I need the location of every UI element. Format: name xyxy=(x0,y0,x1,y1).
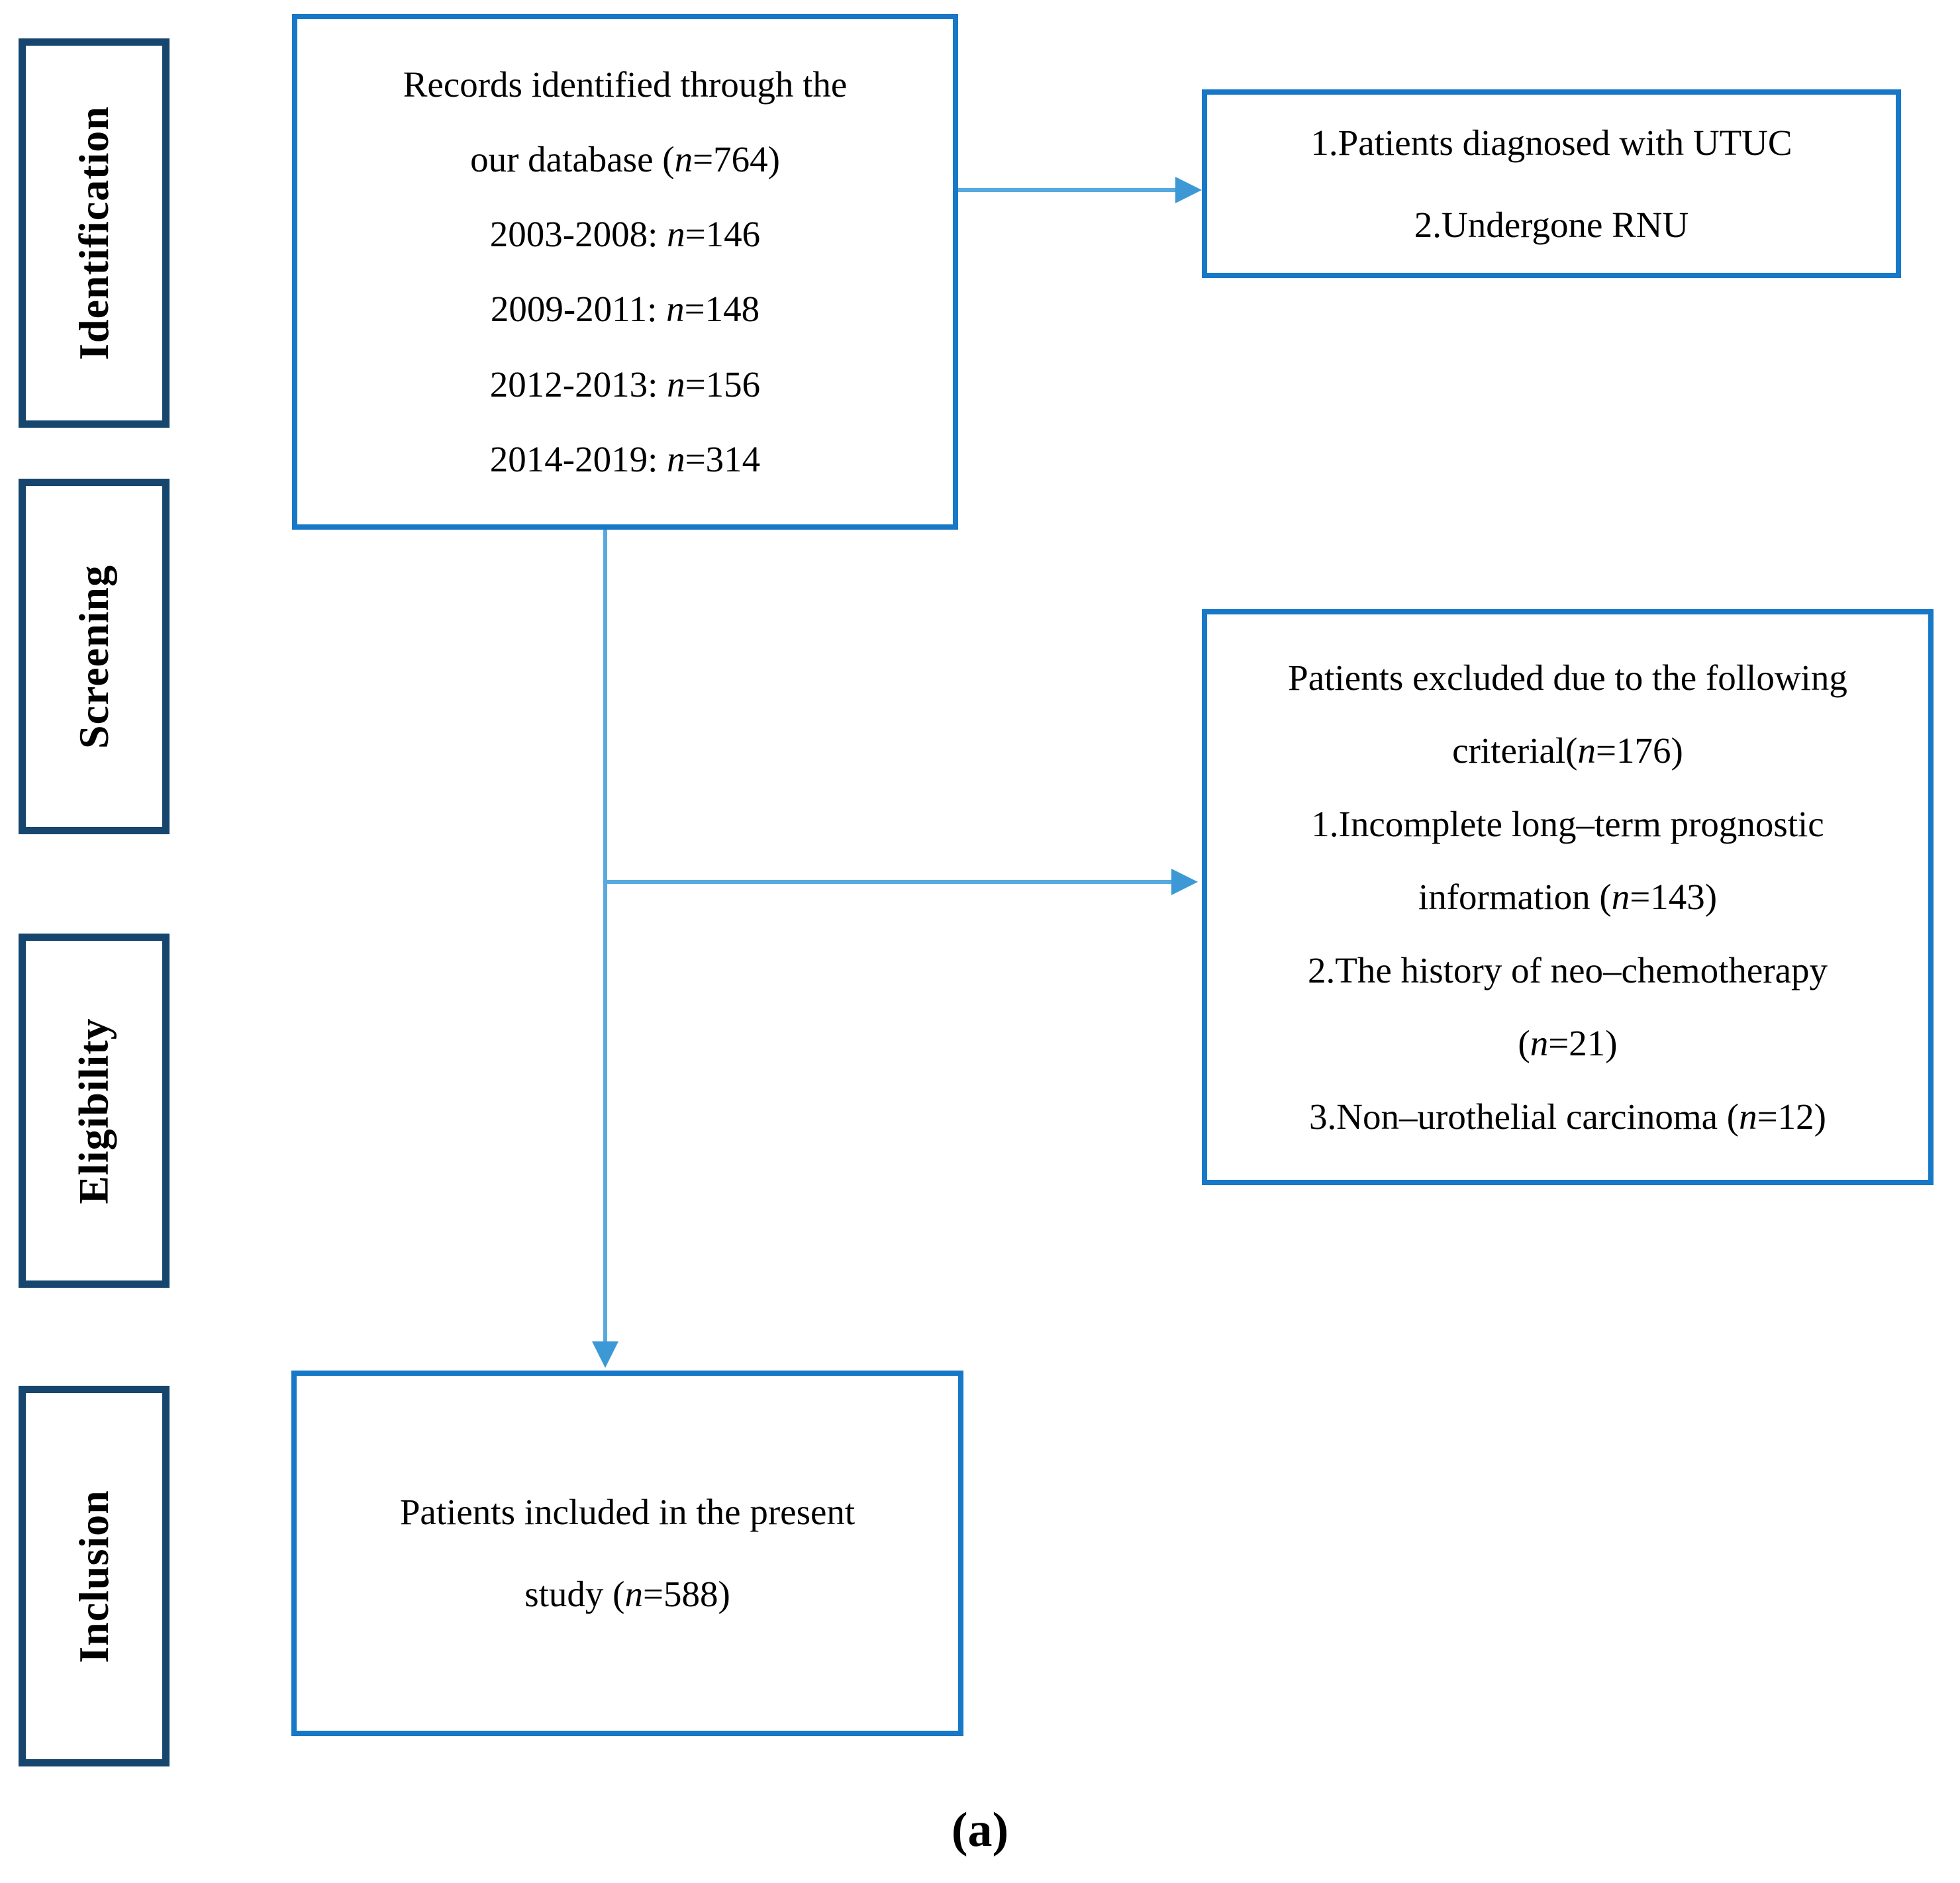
excluded-line: 1.Incomplete long–term prognostic xyxy=(1311,803,1824,844)
stage-label-screening: Screening xyxy=(70,564,117,749)
figure-caption: (a) xyxy=(951,1803,1009,1857)
excluded-line: Patients excluded due to the following xyxy=(1288,657,1847,698)
stage-box-screening: Screening xyxy=(19,479,170,834)
excluded-line: 2.The history of neo–chemotherapy xyxy=(1307,949,1828,990)
records-line: Records identified through the xyxy=(403,64,848,105)
records-line: our database (n=764) xyxy=(470,138,780,179)
diagnosis-criteria-box: 1.Patients diagnosed with UTUC 2.Undergo… xyxy=(1202,89,1901,278)
stage-box-identification: Identification xyxy=(19,38,170,428)
stage-label-identification: Identification xyxy=(70,106,117,360)
records-line: 2014-2019: n=314 xyxy=(489,438,761,479)
stage-box-inclusion: Inclusion xyxy=(19,1386,170,1766)
arrow-records-to-included-head-icon xyxy=(592,1341,618,1368)
arrow-records-to-included-line xyxy=(603,530,607,1343)
records-line: 2009-2011: n=148 xyxy=(490,289,760,330)
included-line: Patients included in the present xyxy=(399,1492,856,1533)
stage-label-inclusion: Inclusion xyxy=(70,1489,117,1663)
arrow-branch-to-excluded-head-icon xyxy=(1171,869,1198,895)
excluded-patients-box: Patients excluded due to the following c… xyxy=(1202,609,1934,1185)
arrow-records-to-criteria-line xyxy=(958,188,1179,192)
included-patients-box: Patients included in the present study (… xyxy=(291,1371,963,1736)
excluded-line: criterial(n=176) xyxy=(1452,730,1683,771)
records-line: 2003-2008: n=146 xyxy=(489,214,761,254)
excluded-line: 3.Non–urothelial carcinoma (n=12) xyxy=(1309,1096,1826,1137)
included-line: study (n=588) xyxy=(524,1574,730,1614)
excluded-line: information (n=143) xyxy=(1418,877,1718,918)
records-line: 2012-2013: n=156 xyxy=(489,363,761,405)
excluded-line: (n=21) xyxy=(1518,1023,1618,1064)
stage-box-eligibility: Eligibility xyxy=(19,934,170,1288)
arrow-records-to-criteria-head-icon xyxy=(1175,177,1202,203)
criteria-line: 2.Undergone RNU xyxy=(1414,204,1689,245)
stage-label-eligibility: Eligibility xyxy=(70,1017,117,1204)
arrow-branch-to-excluded-line xyxy=(603,880,1175,884)
criteria-line: 1.Patients diagnosed with UTUC xyxy=(1310,122,1792,163)
records-identified-box: Records identified through the our datab… xyxy=(292,14,958,530)
